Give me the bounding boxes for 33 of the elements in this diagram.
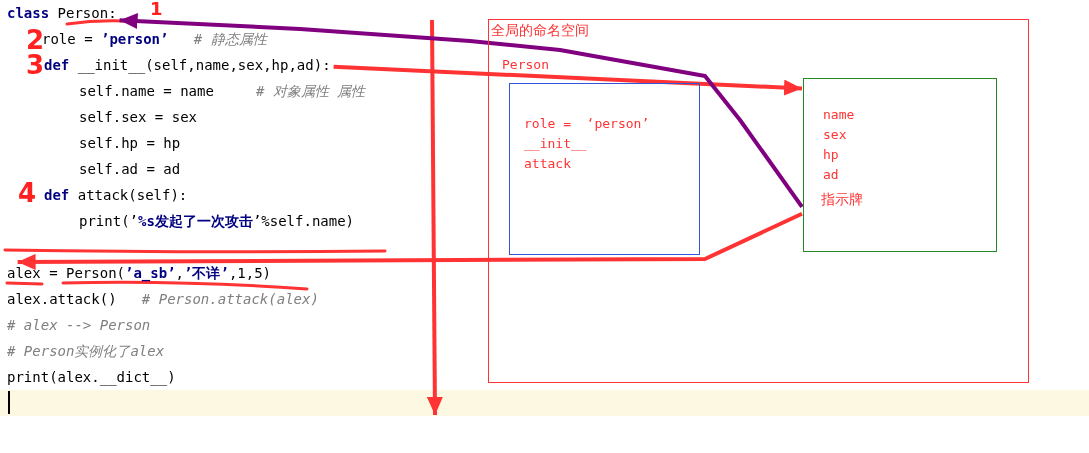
namespace-box [488, 19, 1029, 383]
member-name: sex [823, 127, 847, 143]
code-line: role = ’person’ # 静态属性 [42, 30, 267, 48]
code-line: class Person: [7, 4, 117, 22]
member-name: attack [524, 156, 571, 172]
arrow [333, 64, 803, 96]
code-line: def attack(self): [44, 186, 188, 204]
member-name: 指示牌 [821, 191, 863, 207]
code-comment: # alex --> Person [7, 316, 151, 334]
object-box [803, 78, 997, 252]
code-line: self.name = name # 对象属性 属性 [79, 82, 366, 100]
code-line: def __init__(self,name,sex,hp,ad): [44, 56, 331, 74]
box-heading: Person [502, 57, 549, 73]
callout-number: 2 [26, 27, 45, 53]
code-line: alex.attack() # Person.attack(alex) [7, 290, 319, 308]
code-comment: # Person实例化了alex [7, 342, 165, 360]
box-heading: 全局的命名空间 [491, 22, 589, 38]
callout-number: 3 [26, 52, 45, 78]
code-line: alex = Person(’a_sb’,’不详’,1,5) [7, 264, 272, 282]
code-line: self.hp = hp [79, 134, 181, 152]
member-name: ad [823, 167, 839, 183]
code-line: print(alex.__dict__) [7, 368, 176, 386]
arrow [17, 211, 803, 270]
callout-number: 4 [18, 180, 37, 206]
member-name: hp [823, 147, 839, 163]
arrow [119, 13, 804, 208]
code-line: print(’%s发起了一次攻击’%self.name) [79, 212, 355, 230]
callout-number: 1 [150, 0, 163, 18]
member-name: role = ‘person’ [524, 116, 650, 132]
member-name: name [823, 107, 855, 123]
code-line: self.ad = ad [79, 160, 181, 178]
member-name: __init__ [524, 136, 587, 152]
code-line: self.sex = sex [79, 108, 197, 126]
